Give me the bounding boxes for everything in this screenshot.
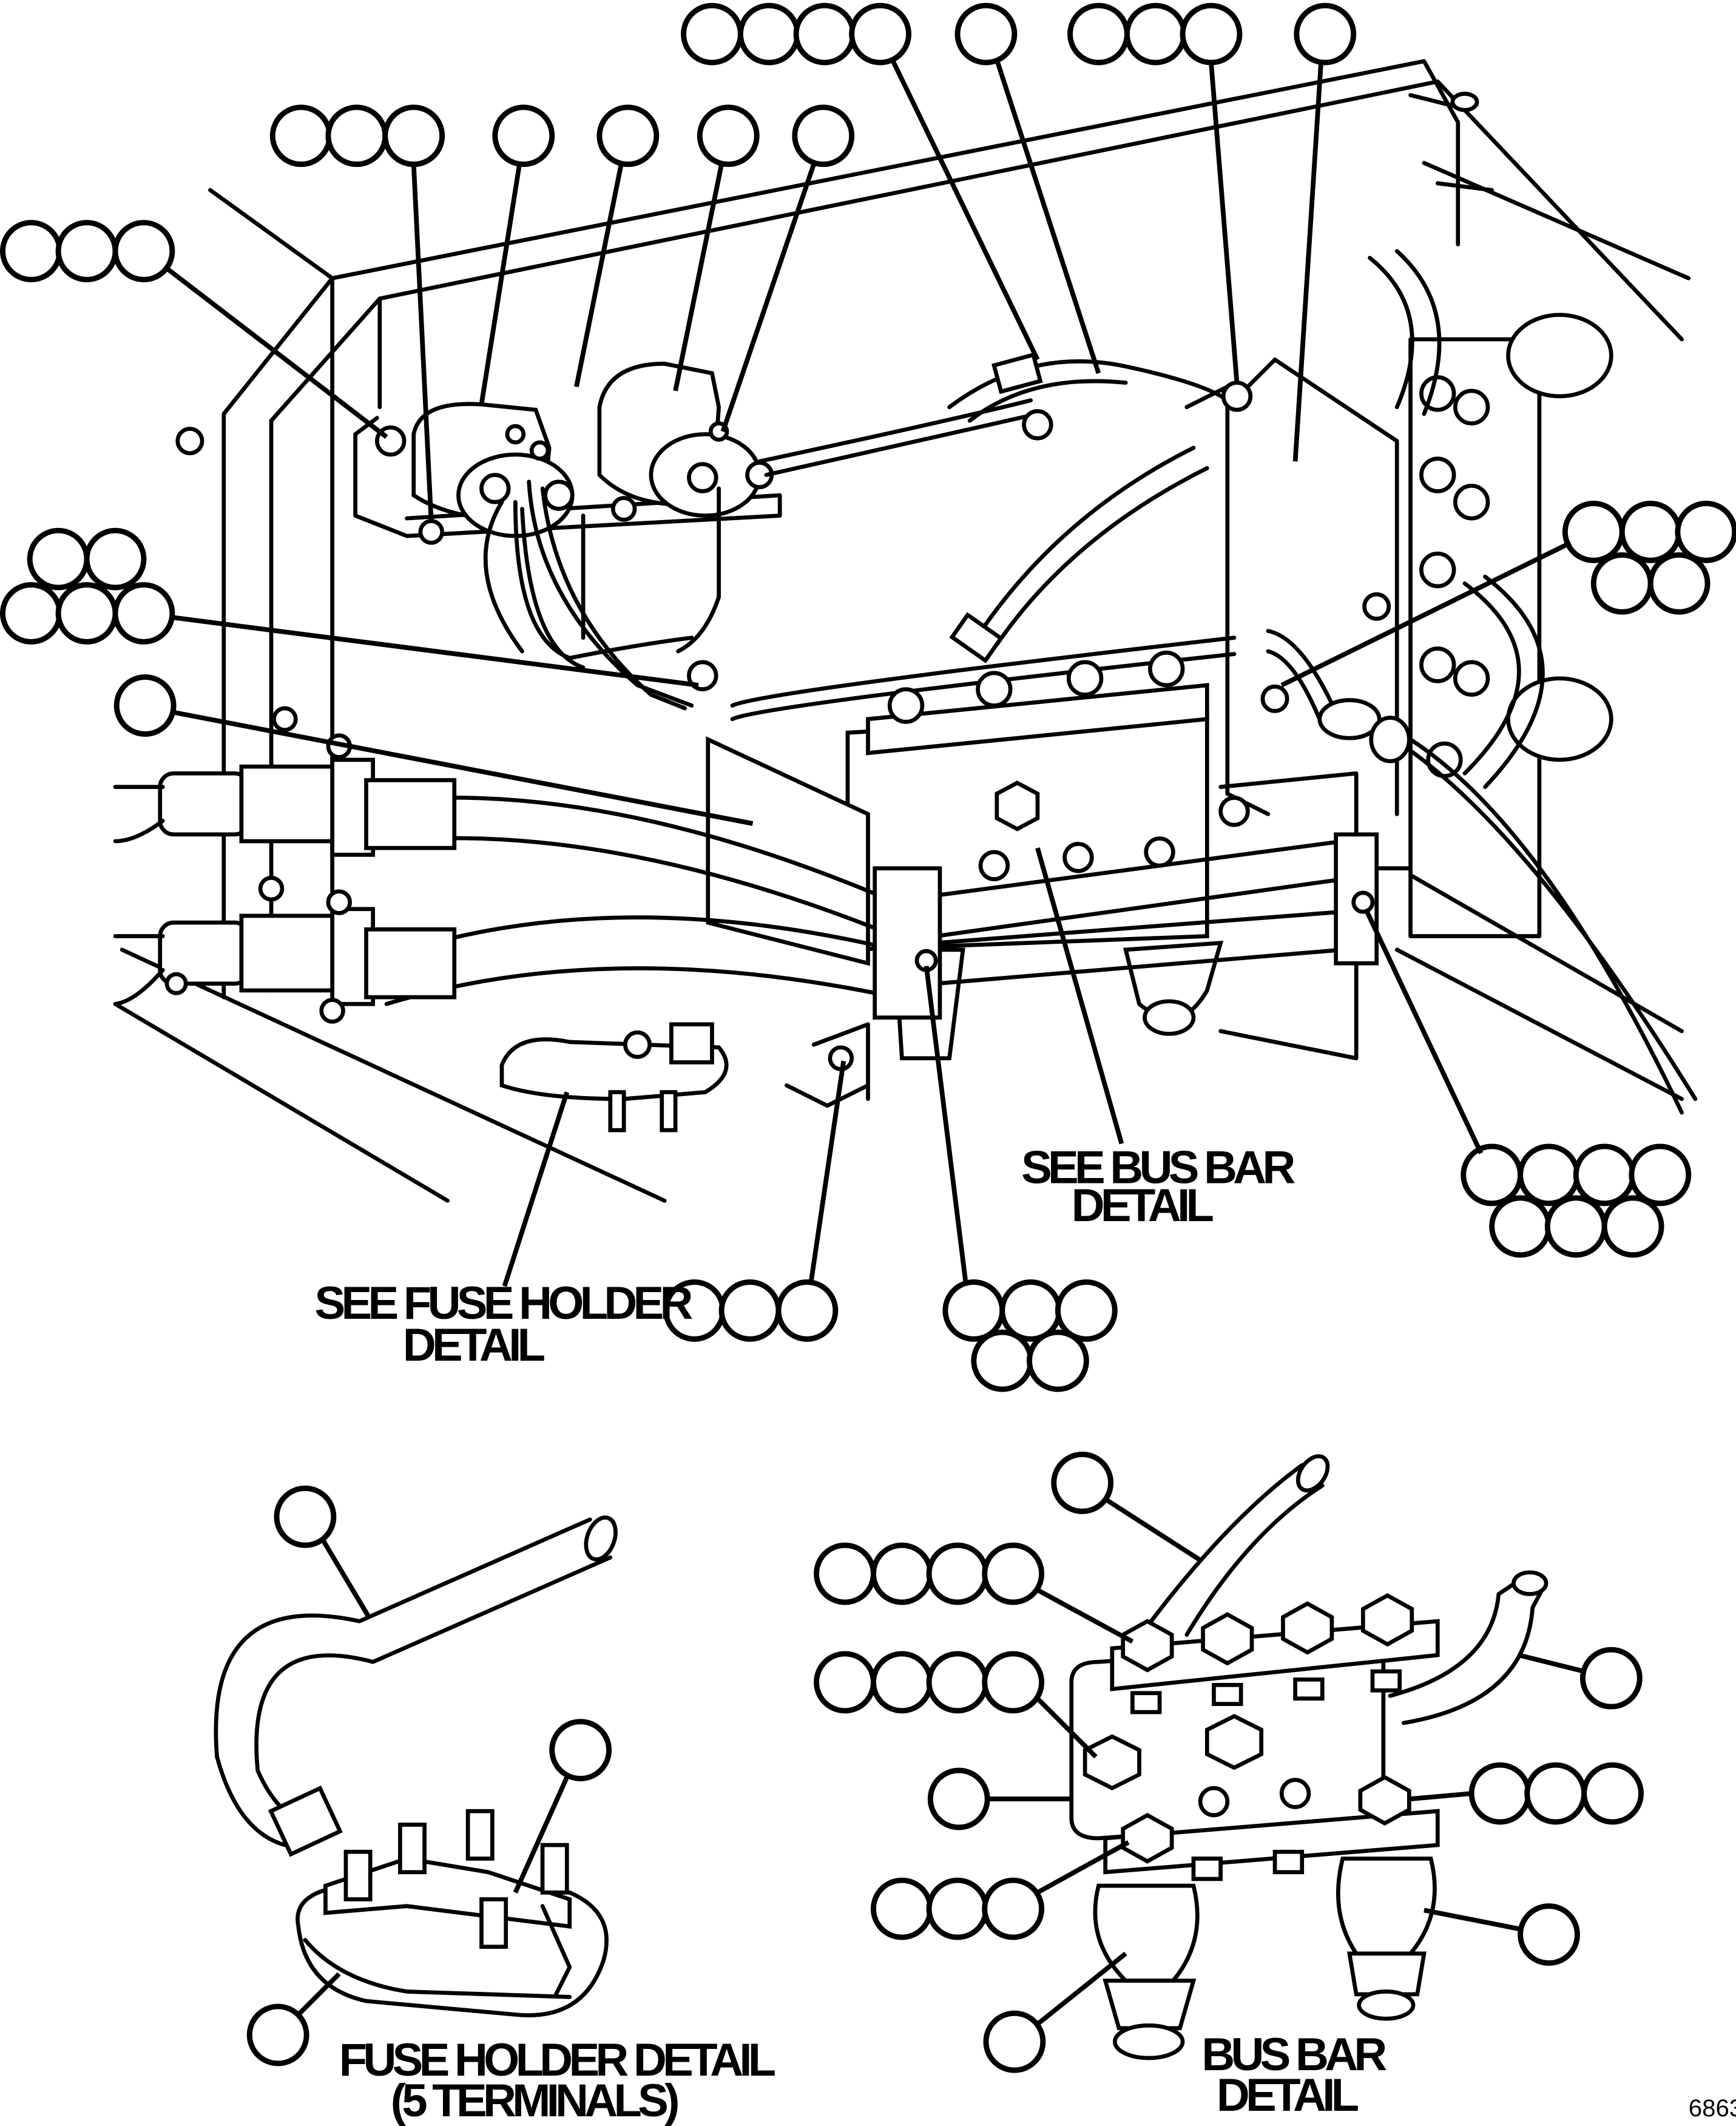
fuse-holder-detail-caption-line1: FUSE HOLDER DETAIL [339,2034,775,2086]
bus-mid-studs [1130,1669,1402,1715]
see-bus-bar-label-line1: SEE BUS BAR [1021,1142,1295,1193]
callout-wire-terminal-nut [0,527,699,688]
reference-labels-main: SEE FUSE HOLDER DETAIL SEE BUS BAR DETAI… [315,1142,1300,1371]
solenoid-wiring [483,398,1040,711]
right-cable [1260,629,1698,1115]
callout-fuse-terminal [513,1719,612,1894]
main-cable-upper [730,352,1237,722]
fuse-holder-detail-view: FUSE HOLDER DETAIL (5 TERMINALS) [214,1485,780,2126]
callout-bus-insulator-left [983,1951,1127,2073]
callout-bracket-nut [663,1060,846,1342]
callouts-fuse-detail [246,1485,612,2067]
fuse-holder-detail-caption-line2: (5 TERMINALS) [391,2075,678,2126]
bus-bar-detail-view: BUS BAR DETAIL [814,1451,1644,2121]
fuse-holder-base [296,1809,609,2017]
main-assembly-view: SEE FUSE HOLDER DETAIL SEE BUS BAR DETAI… [0,2,1736,1392]
callouts-main [0,2,1736,1392]
callout-top-panel [1292,2,1357,462]
vertical-panel [1184,357,1399,827]
callout-top-wire-a [681,2,1040,361]
bus-insulators-detail [1093,1857,1437,2060]
callout-bus-insulator-right [1424,1903,1580,1966]
callout-solenoid-bracket-screws [269,104,445,523]
see-fuse-holder-label-line1: SEE FUSE HOLDER [315,1278,693,1329]
callout-fuse-holder-base [246,1972,341,2067]
bus-bar-detail-caption-line2: DETAIL [1217,2070,1359,2121]
callout-bus-left-nut [870,1840,1130,1940]
callout-bus-bracket [113,674,754,826]
right-terminal-board [1368,249,1613,938]
fuse-detail-caption: FUSE HOLDER DETAIL (5 TERMINALS) [339,2034,780,2126]
see-fuse-holder-label-line2: DETAIL [403,1319,545,1371]
bus-block-detail [1069,1593,1440,1881]
bus-cables-detail [1144,1454,1549,1725]
callout-solenoid-right [673,104,760,391]
callout-bus-cable-top [1051,1451,1202,1562]
callout-solenoid-left [479,104,555,405]
callout-top-wire-b [954,2,1101,374]
callout-right-terminal-nut [1280,501,1736,688]
callout-clamp-nut [924,966,1118,1392]
callout-fuse-cable [274,1485,371,1619]
callout-bus-block [927,1767,1072,1830]
callout-solenoid-terminal [720,104,855,433]
figure-number: 6863 [1689,2094,1736,2122]
callout-clamp-screw [1363,908,1692,1258]
see-bus-bar-label-line2: DETAIL [1072,1180,1214,1231]
fuse-cable [214,1515,618,1857]
fuse-holder-main [499,1022,870,1132]
callout-bus-cable-right [1518,1647,1643,1710]
leader-see-fuse-holder [502,1091,570,1287]
callout-plate-screws [0,220,388,439]
bus-bar-detail-caption-line1: BUS BAR [1201,2029,1386,2080]
callout-bus-side-bolt [814,1651,1098,1759]
callouts-bus-detail [814,1451,1644,2073]
callout-mounting-plate [574,104,660,388]
equipment-housing [175,59,1691,1000]
solenoid-right [597,361,774,518]
bus-top-bolts [1121,1593,1414,1673]
bus-detail-caption: BUS BAR DETAIL [1201,2029,1391,2121]
leader-see-bus-bar [1035,847,1124,1145]
front-cables [384,795,1413,1020]
callout-top-panel-bolts [1067,2,1243,383]
callout-bus-top-bolt [814,1542,1134,1644]
left-connectors [113,706,457,1024]
callout-bus-right-nut [1410,1762,1644,1825]
